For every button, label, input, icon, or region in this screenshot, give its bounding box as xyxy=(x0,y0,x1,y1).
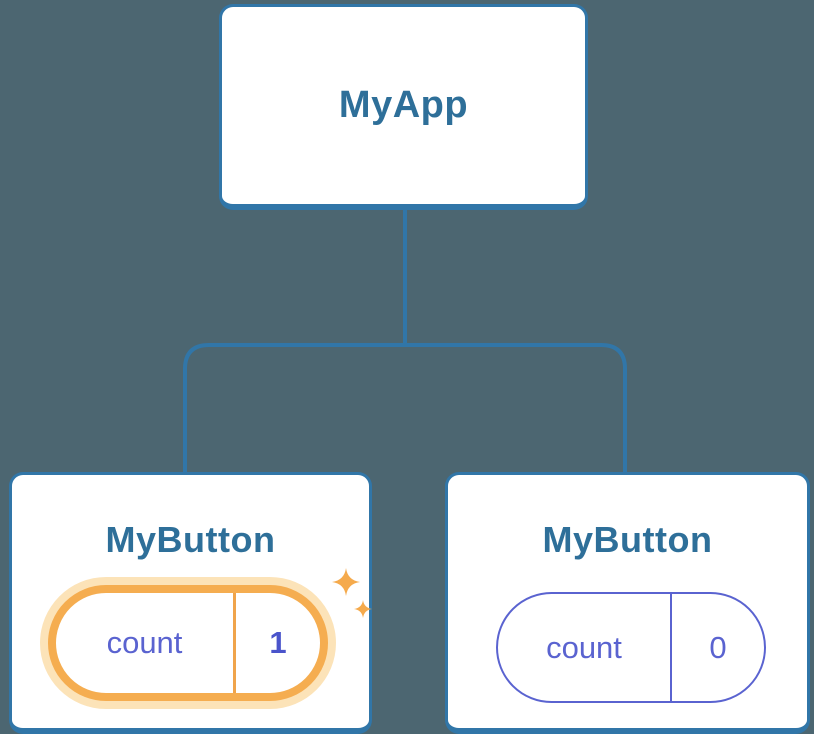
node-title: MyButton xyxy=(105,519,276,560)
state-name-label: count xyxy=(106,625,183,660)
state-pill: count 0 xyxy=(496,592,766,703)
state-value: 0 xyxy=(709,629,727,665)
sparkle-icon xyxy=(332,568,372,618)
pill-divider xyxy=(670,594,672,701)
state-value: 1 xyxy=(269,625,287,660)
state-name-label: count xyxy=(546,629,622,665)
child-node-mybutton-left: MyButton count 1 xyxy=(9,472,372,734)
root-node-myapp: MyApp xyxy=(219,4,588,210)
state-pill-highlighted: count 1 xyxy=(48,585,328,701)
root-node-label: MyApp xyxy=(338,84,469,126)
child-node-mybutton-right: MyButton count 0 xyxy=(445,472,810,734)
branch-bracket-line xyxy=(183,343,627,472)
node-title: MyButton xyxy=(542,519,713,560)
pill-divider xyxy=(233,593,236,693)
